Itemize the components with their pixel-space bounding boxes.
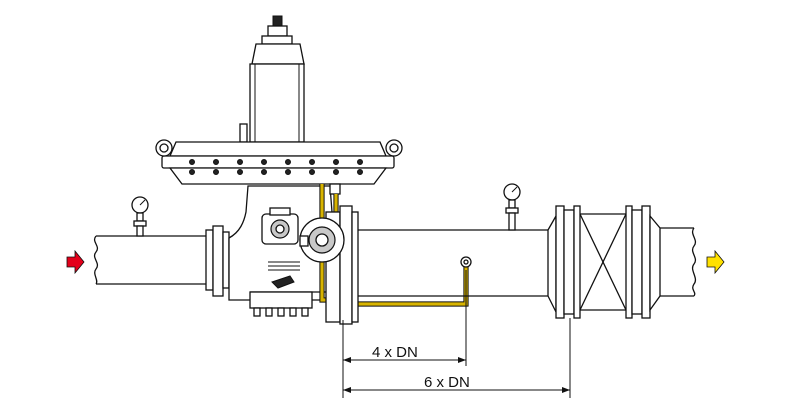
outlet-pipe bbox=[358, 213, 557, 313]
diaphragm-casing bbox=[155, 139, 403, 195]
downstream-valve bbox=[555, 205, 651, 319]
outlet-arrow-icon bbox=[706, 249, 725, 275]
spring-housing bbox=[239, 15, 305, 143]
pressure-gauge-icon bbox=[503, 183, 521, 231]
casing-bolts bbox=[189, 159, 363, 175]
dimension-lines bbox=[342, 270, 571, 398]
inlet-flange bbox=[205, 225, 230, 297]
bottom-bolts bbox=[253, 307, 309, 317]
manufacturer-logo-icon bbox=[268, 261, 300, 271]
pilot-device bbox=[261, 207, 299, 245]
dimension-label-4dn: 4 x DN bbox=[372, 344, 418, 361]
dimension-label-6dn: 6 x DN bbox=[424, 374, 470, 391]
inlet-pipe bbox=[93, 235, 206, 285]
slam-shut-device bbox=[299, 217, 345, 263]
pressure-gauge-icon bbox=[131, 196, 149, 237]
inlet-arrow-icon bbox=[66, 249, 85, 275]
final-outlet-pipe bbox=[649, 214, 697, 313]
